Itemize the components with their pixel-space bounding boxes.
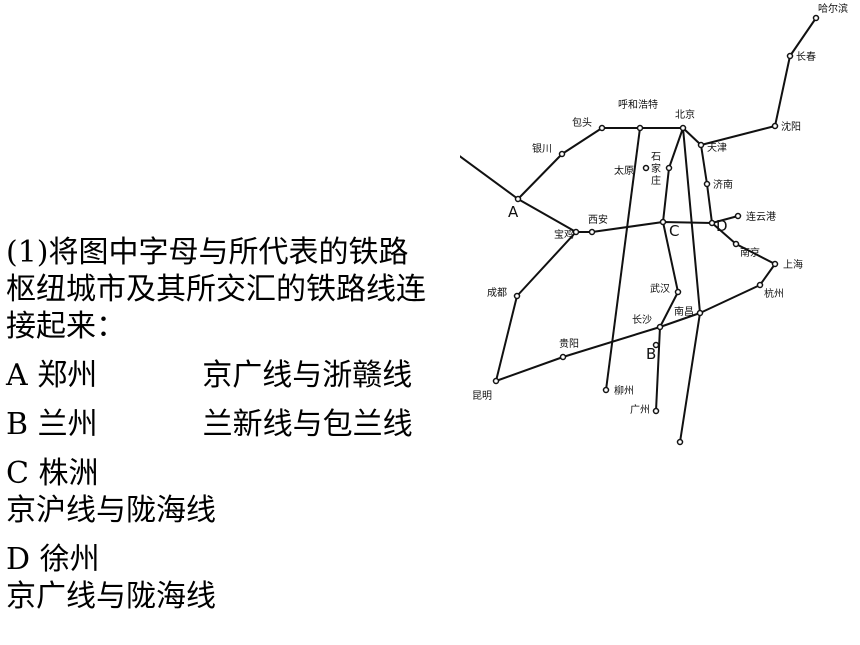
station-label: 哈尔滨 (818, 2, 848, 15)
station-marker (642, 164, 650, 172)
station-marker (812, 14, 820, 22)
station-label: 成都 (487, 287, 507, 299)
station-marker (674, 288, 682, 296)
station-marker (786, 52, 794, 60)
row-letter: B (6, 407, 29, 442)
row-city: 兰州 (37, 407, 98, 442)
station-label: 长沙 (632, 314, 652, 326)
station-label: 长春 (796, 51, 816, 63)
station-marker (676, 438, 684, 446)
station-label: 庄 (651, 174, 661, 187)
station-marker (734, 212, 742, 220)
station-label: 武汉 (650, 282, 670, 295)
railway-line (460, 155, 739, 233)
answer-row-a: A 郑州 京广线与浙赣线 (6, 357, 436, 394)
station-label: 南京 (740, 246, 760, 259)
row-lines: 京广线与陇海线 (6, 579, 216, 614)
question-intro: (1)将图中字母与所代表的铁路枢纽城市及其所交汇的铁路线连接起来： (6, 235, 426, 344)
junction-letter: C (669, 222, 679, 240)
station-label: 西安 (588, 213, 608, 226)
station-label: 天津 (707, 142, 727, 154)
junction-letter: D (716, 217, 728, 235)
station-marker (771, 122, 779, 130)
junction-marker (514, 195, 522, 203)
answer-row-c: C 株洲京沪线与陇海线 (6, 455, 436, 529)
station-label: 沈阳 (781, 120, 801, 133)
station-marker (636, 124, 644, 132)
junction-letter: B (646, 345, 656, 363)
station-label: 昆明 (472, 390, 492, 402)
station-marker (756, 281, 764, 289)
railway-line (655, 127, 684, 412)
station-marker (665, 164, 673, 172)
railway-map: 哈尔滨长春沈阳乌鲁木齐呼和浩特北京包头天津银川太原济南西安连云港宝鸡南京上海成都… (460, 2, 848, 446)
junction-letter: A (508, 203, 519, 221)
station-marker (558, 150, 566, 158)
answer-row-d: D 徐州京广线与陇海线 (6, 541, 436, 615)
station-marker (679, 124, 687, 132)
row-lines: 京沪线与陇海线 (6, 493, 216, 528)
answer-row-b: B 兰州 兰新线与包兰线 (6, 406, 436, 443)
station-label: 济南 (713, 178, 733, 191)
station-label: 宝鸡 (554, 228, 574, 241)
row-city: 徐州 (39, 542, 100, 577)
station-marker (652, 407, 660, 415)
station-marker (492, 377, 500, 385)
railway-line (495, 231, 776, 382)
row-city: 郑州 (37, 358, 98, 393)
junction-marker (708, 219, 716, 227)
station-marker (656, 323, 664, 331)
station-label: 上海 (783, 258, 803, 271)
station-marker (696, 309, 704, 317)
row-lines: 京广线与浙赣线 (202, 358, 413, 393)
station-label: 银川 (532, 142, 552, 155)
station-marker (588, 228, 596, 236)
junction-marker (652, 341, 660, 349)
row-lines: 兰新线与包兰线 (202, 407, 413, 442)
station-label: 北京 (675, 108, 695, 121)
row-city: 株洲 (38, 456, 99, 491)
station-label: 贵阳 (559, 337, 579, 350)
station-label: 呼和浩特 (618, 99, 658, 111)
station-marker (598, 124, 606, 132)
station-label: 杭州 (764, 287, 784, 300)
question-text: (1)将图中字母与所代表的铁路枢纽城市及其所交汇的铁路线连接起来： A 郑州京广… (6, 234, 436, 627)
station-label: 石 (651, 152, 661, 163)
station-marker (697, 141, 705, 149)
station-marker (602, 386, 610, 394)
station-marker (732, 240, 740, 248)
junction-marker (659, 218, 667, 226)
station-marker (572, 228, 580, 236)
railway-line (679, 127, 701, 443)
row-letter: A (6, 358, 28, 393)
station-label: 包头 (572, 116, 592, 129)
station-label: 广州 (630, 404, 650, 416)
station-label: 太原 (614, 164, 634, 177)
row-letter: C (6, 456, 29, 491)
station-marker (559, 353, 567, 361)
station-label: 南昌 (674, 305, 694, 318)
station-marker (771, 260, 779, 268)
station-label: 家 (651, 162, 661, 175)
row-letter: D (6, 542, 31, 577)
station-marker (703, 180, 711, 188)
station-label: 柳州 (614, 384, 634, 397)
station-marker (513, 292, 521, 300)
railway-line (605, 127, 641, 391)
station-label: 连云港 (746, 210, 776, 223)
